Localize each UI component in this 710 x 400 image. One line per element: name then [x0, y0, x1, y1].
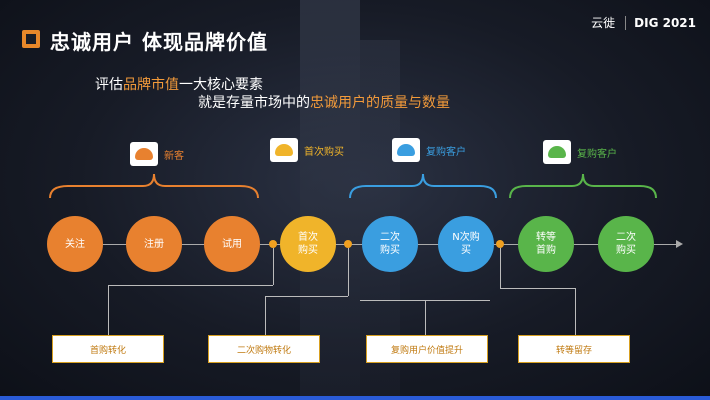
- box-label: 转等留存: [555, 345, 592, 356]
- stage-label: 注册: [144, 238, 164, 250]
- subtitle-highlight: 忠诚用户的质量与数量: [310, 95, 450, 111]
- box-label: 复购用户价值提升: [390, 345, 463, 356]
- connector: [425, 300, 426, 335]
- connector: [273, 248, 274, 285]
- connector: [500, 288, 575, 289]
- group-label: 新客: [164, 150, 184, 162]
- subtitle-highlight: 品牌市值: [123, 77, 179, 93]
- event-logo: DIG 2021: [625, 15, 696, 30]
- timeline-arrow-icon: [676, 240, 683, 248]
- stage-label: 二次购买: [380, 232, 400, 256]
- group-new-customer: 新客: [130, 142, 184, 166]
- logo: 云徙 DIG 2021: [591, 14, 696, 31]
- timeline-dot: [269, 240, 277, 248]
- people-icon: [270, 138, 298, 162]
- connector: [108, 285, 109, 335]
- box-repeat-value: 复购用户价值提升: [366, 335, 488, 363]
- stage-second-purchase-2: 二次购买: [598, 216, 654, 272]
- group-label: 复购客户: [577, 148, 617, 160]
- box-first-conversion: 首购转化: [52, 335, 164, 363]
- box-label: 二次购物转化: [236, 345, 291, 356]
- group-first-purchase: 首次购买: [270, 138, 344, 162]
- page-title: 忠诚用户 体现品牌价值: [50, 30, 268, 54]
- stage-first-purchase: 首次购买: [280, 216, 336, 272]
- brand-logo: 云徙: [591, 16, 616, 30]
- stage-label: 试用: [222, 238, 242, 250]
- timeline-dot: [496, 240, 504, 248]
- connector: [575, 288, 576, 335]
- stage-label: 转等首购: [536, 232, 556, 256]
- people-icon: [130, 142, 158, 166]
- people-icon: [392, 138, 420, 162]
- stage-trial: 试用: [204, 216, 260, 272]
- stage-label: N次购买: [452, 232, 480, 256]
- stage-n-purchase: N次购买: [438, 216, 494, 272]
- stage-second-purchase: 二次购买: [362, 216, 418, 272]
- brace-new: [49, 173, 259, 199]
- subtitle-text: 就是存量市场中的: [198, 95, 310, 111]
- brace-repeat: [349, 173, 497, 199]
- box-label: 首购转化: [89, 345, 126, 356]
- connector: [360, 300, 490, 301]
- title-icon: [22, 30, 40, 48]
- people-icon: [543, 140, 571, 164]
- background-building: [300, 0, 360, 400]
- box-second-conversion: 二次购物转化: [208, 335, 320, 363]
- stage-label: 首次购买: [298, 232, 318, 256]
- group-label: 首次购买: [304, 146, 344, 158]
- stage-follow: 关注: [47, 216, 103, 272]
- footer-bar: [0, 396, 710, 400]
- timeline-dot: [344, 240, 352, 248]
- group-label: 复购客户: [426, 146, 466, 158]
- subtitle-line-2: 就是存量市场中的忠诚用户的质量与数量: [198, 92, 450, 112]
- connector: [265, 296, 348, 297]
- connector: [108, 285, 273, 286]
- subtitle-line-1: 评估品牌市值一大核心要素: [95, 74, 263, 94]
- brace-retention: [509, 173, 657, 199]
- subtitle-text: 一大核心要素: [179, 77, 263, 93]
- stage-label: 二次购买: [616, 232, 636, 256]
- connector: [500, 248, 501, 288]
- connector: [348, 248, 349, 296]
- box-retention: 转等留存: [518, 335, 630, 363]
- stage-register: 注册: [126, 216, 182, 272]
- group-repeat-customer: 复购客户: [543, 140, 617, 164]
- stage-convert-first: 转等首购: [518, 216, 574, 272]
- stage-label: 关注: [65, 238, 85, 250]
- subtitle-text: 评估: [95, 77, 123, 93]
- connector: [265, 296, 266, 335]
- group-repeat-customer: 复购客户: [392, 138, 466, 162]
